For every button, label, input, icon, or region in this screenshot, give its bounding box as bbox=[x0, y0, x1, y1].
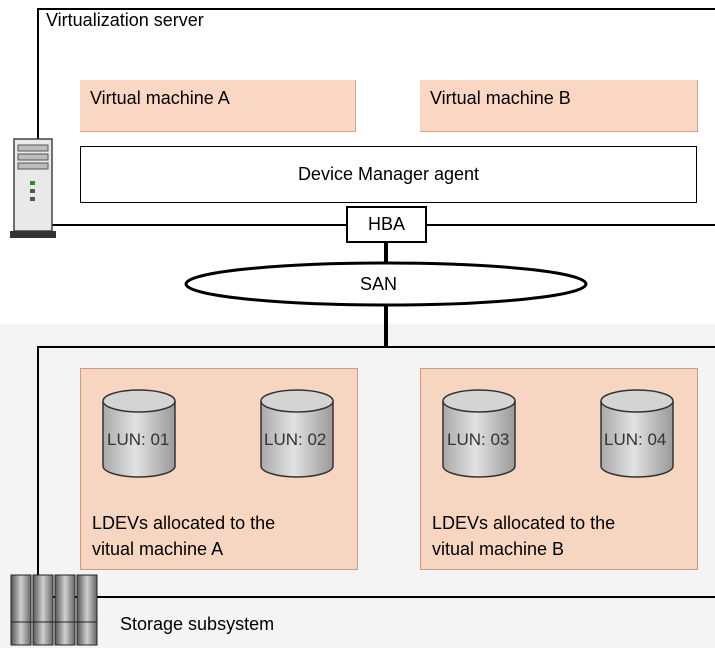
ldev-group-a-caption-line2: vitual machine A bbox=[92, 539, 224, 559]
disk-cylinder-icon bbox=[258, 388, 336, 485]
ldev-group-b-caption-line1: LDEVs allocated to the bbox=[432, 513, 616, 533]
disk-cylinder-icon bbox=[598, 388, 676, 485]
virtual-machine-a-label: Virtual machine A bbox=[90, 88, 230, 108]
virtual-machine-b-label: Virtual machine B bbox=[430, 88, 571, 108]
device-manager-agent-label: Device Manager agent bbox=[297, 164, 480, 184]
ldev-group-b-caption-line2: vitual machine B bbox=[432, 539, 565, 559]
lun-01-label: LUN: 01 bbox=[107, 430, 170, 449]
disk-cylinder-icon bbox=[100, 388, 178, 485]
hba-box: HBA bbox=[346, 206, 427, 243]
storage-subsystem-box bbox=[37, 346, 715, 598]
storage-rack-icon bbox=[10, 574, 100, 646]
storage-subsystem-title: Storage subsystem bbox=[120, 614, 275, 634]
virtual-machine-b: Virtual machine B bbox=[420, 80, 698, 132]
virtual-machine-a: Virtual machine A bbox=[80, 80, 356, 132]
lun-03-label: LUN: 03 bbox=[447, 430, 510, 449]
lun-02-label: LUN: 02 bbox=[264, 430, 327, 449]
virtualization-server-title: Virtualization server bbox=[46, 10, 204, 30]
server-tower-icon bbox=[8, 135, 58, 240]
device-manager-agent: Device Manager agent bbox=[80, 146, 697, 203]
ldev-group-a-caption-line1: LDEVs allocated to the bbox=[92, 513, 276, 533]
lun-04-label: LUN: 04 bbox=[604, 430, 667, 449]
san-label: SAN bbox=[360, 274, 398, 294]
disk-cylinder-icon bbox=[440, 388, 518, 485]
hba-label: HBA bbox=[367, 214, 405, 234]
